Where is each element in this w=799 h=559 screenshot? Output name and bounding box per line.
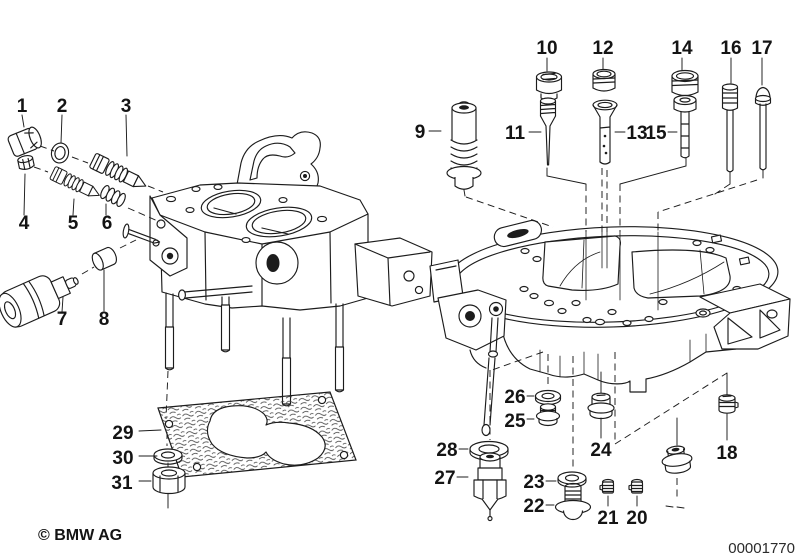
part-label-13: 13	[626, 123, 647, 144]
body-opening-left	[542, 235, 622, 291]
part-label-25: 25	[504, 411, 526, 432]
part-31-nut	[152, 466, 186, 495]
part-2-o-ring	[50, 142, 70, 164]
part-9-piston	[446, 101, 482, 190]
part-label-9: 9	[415, 122, 426, 143]
part-label-24: 24	[590, 440, 612, 461]
stud-bolts	[164, 292, 345, 407]
body-opening-right	[631, 249, 731, 299]
part-15-pump-jet	[673, 94, 697, 159]
part-label-1: 1	[17, 96, 28, 117]
part-label-10: 10	[536, 38, 557, 59]
part-13-tube	[592, 99, 618, 165]
part-label-14: 14	[671, 38, 693, 59]
part-30-washer	[153, 448, 183, 465]
part-1-cap	[7, 126, 42, 157]
part-unlabeled-plug	[661, 445, 693, 474]
small-screw	[122, 223, 161, 244]
part-10-jet	[535, 71, 563, 101]
part-25-plug	[535, 403, 561, 427]
part-20-nut	[628, 478, 644, 494]
gasket-group	[152, 370, 357, 509]
part-label-17: 17	[751, 38, 772, 59]
part-label-15: 15	[645, 123, 667, 144]
top-right-parts-group	[446, 68, 772, 190]
part-7-solenoid-valve	[0, 275, 79, 328]
part-22-screw-plug	[554, 482, 592, 521]
part-5-screw	[49, 166, 100, 197]
part-labels: 1 2 3 4 5 6 7 8 9 10 11 12 13 14 15 16 1…	[17, 38, 773, 529]
leader-lines	[21, 57, 764, 509]
part-label-6: 6	[102, 213, 113, 234]
carburetor-main-body	[429, 219, 791, 437]
part-label-28: 28	[436, 440, 457, 461]
part-4-nut	[17, 155, 35, 170]
part-label-21: 21	[597, 508, 619, 529]
part-26-washer	[534, 389, 562, 406]
right-block	[354, 237, 433, 307]
part-label-26: 26	[504, 387, 525, 408]
part-3-mixture-screw	[89, 153, 147, 188]
document-number: 00001770	[728, 540, 795, 557]
part-label-27: 27	[434, 468, 455, 489]
throttle-body-assembly	[149, 131, 433, 407]
part-label-8: 8	[99, 309, 110, 330]
part-label-3: 3	[121, 96, 132, 117]
part-label-2: 2	[57, 96, 68, 117]
part-8-plug	[91, 246, 117, 271]
part-label-23: 23	[523, 472, 544, 493]
left-parts-group	[0, 126, 164, 328]
part-23-washer	[557, 471, 587, 488]
bottom-right-parts-group	[469, 389, 739, 522]
part-label-5: 5	[68, 213, 79, 234]
part-label-20: 20	[626, 508, 647, 529]
part-27-solenoid-valve	[473, 452, 507, 522]
gasket-bore-cutout	[206, 405, 326, 466]
part-16-screw	[721, 83, 739, 173]
part-label-11: 11	[505, 123, 526, 144]
part-label-7: 7	[57, 309, 68, 330]
right-bracket	[699, 283, 791, 350]
part-17-screw	[754, 86, 772, 171]
part-6-spring	[100, 185, 126, 207]
part-28-washer	[469, 440, 509, 461]
part-label-18: 18	[716, 443, 737, 464]
part-label-16: 16	[720, 38, 741, 59]
copyright-text: © BMW AG	[38, 527, 122, 544]
throttle-lever	[429, 259, 507, 437]
part-label-31: 31	[111, 473, 133, 494]
part-11-needle	[539, 97, 557, 166]
part-label-4: 4	[19, 213, 30, 234]
part-24-plug	[587, 392, 615, 420]
part-14-jet	[671, 69, 699, 97]
part-18-nut	[718, 394, 739, 414]
part-label-12: 12	[592, 38, 613, 59]
part-label-29: 29	[112, 423, 133, 444]
part-label-30: 30	[112, 448, 133, 469]
part-12-jet	[592, 68, 616, 92]
part-label-22: 22	[523, 496, 544, 517]
part-21-nut	[599, 478, 615, 494]
bracket-outline	[235, 131, 321, 197]
